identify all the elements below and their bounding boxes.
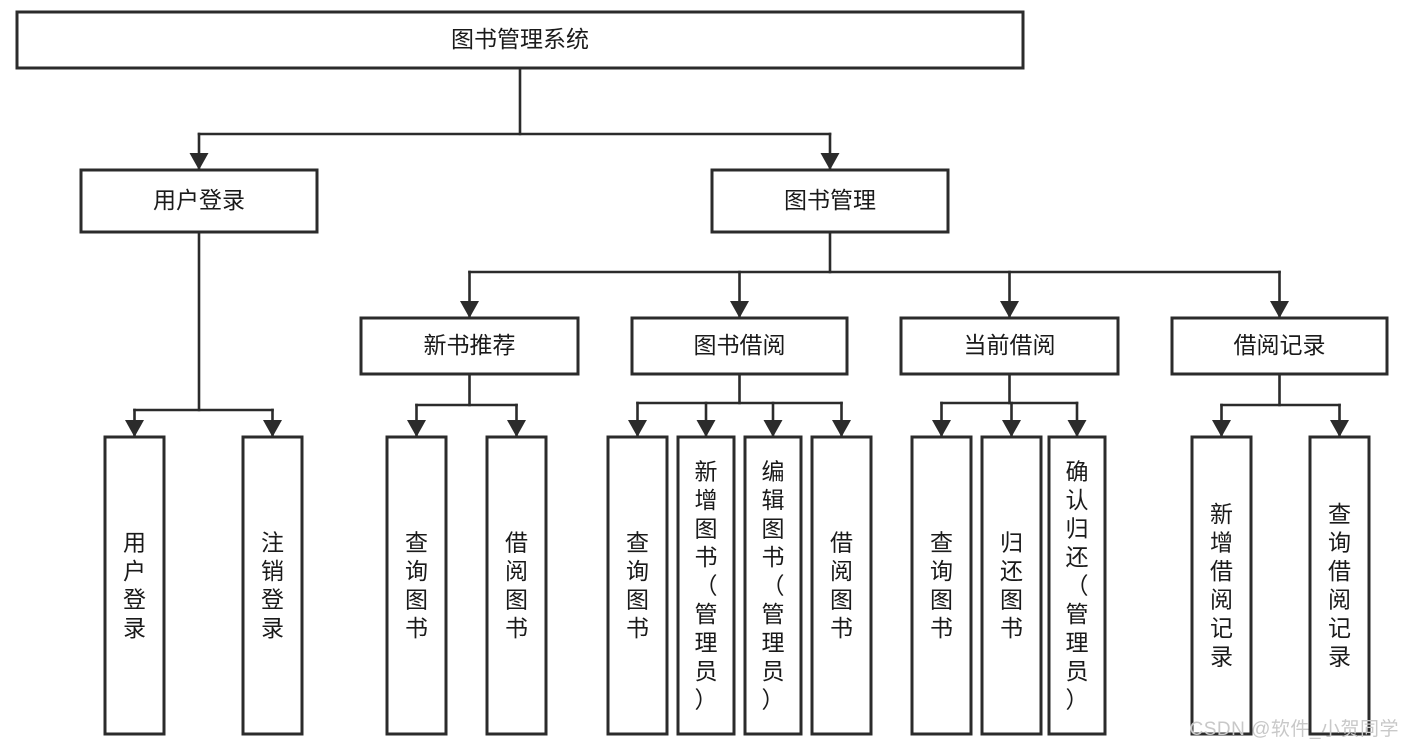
node-box-leaf-add-book [676, 435, 736, 736]
node-box-leaf-borrow-book-1 [485, 435, 548, 736]
node-leaf-query-book-3[interactable]: 查询图书 [910, 435, 973, 736]
node-label-new-book-recommend: 新书推荐 [424, 332, 516, 358]
node-box-leaf-add-record [1190, 435, 1253, 736]
node-leaf-logout[interactable]: 注销登录 [241, 435, 304, 736]
node-box-leaf-query-record [1308, 435, 1371, 736]
arrow-head-icon [820, 153, 840, 170]
node-leaf-confirm-return[interactable]: 确认归还（管理员） [1047, 435, 1107, 736]
arrow-head-icon [763, 420, 783, 437]
arrow-head-icon [696, 420, 716, 437]
nodes-layer: 图书管理系统用户登录图书管理新书推荐图书借阅当前借阅借阅记录用户登录注销登录查询… [15, 10, 1389, 736]
node-label-leaf-borrow-book-2: 借阅图书 [830, 530, 853, 642]
arrow-head-icon [628, 420, 647, 437]
arrow-head-icon [730, 301, 749, 318]
node-leaf-query-book-2[interactable]: 查询图书 [606, 435, 669, 736]
node-leaf-borrow-book-1[interactable]: 借阅图书 [485, 435, 548, 736]
arrow-head-icon [460, 301, 479, 318]
node-leaf-add-record[interactable]: 新增借阅记录 [1190, 435, 1253, 736]
node-user-login[interactable]: 用户登录 [79, 168, 319, 234]
node-box-book-borrow [630, 316, 849, 376]
node-label-leaf-query-book-3: 查询图书 [930, 530, 953, 642]
connector-c-userlogin-to-leaves [125, 230, 282, 438]
node-label-leaf-user-login: 用户登录 [123, 530, 146, 642]
node-box-leaf-confirm-return [1047, 435, 1107, 736]
node-label-current-borrow: 当前借阅 [964, 332, 1056, 358]
node-box-leaf-borrow-book-2 [810, 435, 873, 736]
node-label-leaf-borrow-book-1: 借阅图书 [505, 530, 528, 642]
node-box-user-login [79, 168, 319, 234]
node-label-borrow-record: 借阅记录 [1234, 332, 1326, 358]
node-leaf-borrow-book-2[interactable]: 借阅图书 [810, 435, 873, 736]
node-leaf-query-book-1[interactable]: 查询图书 [385, 435, 448, 736]
connector-c-borrowrecord-to-leaves [1212, 372, 1349, 438]
arrow-head-icon [1330, 420, 1349, 437]
node-label-book-manage: 图书管理 [784, 187, 876, 213]
arrow-head-icon [1212, 420, 1231, 437]
node-new-book-recommend[interactable]: 新书推荐 [359, 316, 580, 376]
node-label-leaf-confirm-return: 确认归还（管理员） [1066, 458, 1089, 712]
node-box-leaf-query-book-1 [385, 435, 448, 736]
arrow-head-icon [1000, 301, 1019, 318]
node-label-leaf-query-book-1: 查询图书 [405, 530, 428, 642]
node-box-root [15, 10, 1025, 70]
connector-c-newbook-to-leaves [407, 372, 526, 438]
node-book-manage[interactable]: 图书管理 [710, 168, 950, 234]
node-box-leaf-edit-book [743, 435, 803, 736]
node-box-new-book-recommend [359, 316, 580, 376]
node-label-leaf-add-record: 新增借阅记录 [1210, 501, 1233, 670]
node-leaf-user-login[interactable]: 用户登录 [103, 435, 166, 736]
arrow-head-icon [1270, 301, 1289, 318]
node-current-borrow[interactable]: 当前借阅 [899, 316, 1120, 376]
node-root[interactable]: 图书管理系统 [15, 10, 1025, 70]
arrow-head-icon [263, 420, 282, 437]
node-box-current-borrow [899, 316, 1120, 376]
node-leaf-edit-book[interactable]: 编辑图书（管理员） [743, 435, 803, 736]
arrow-head-icon [1067, 420, 1087, 437]
node-label-leaf-add-book: 新增图书（管理员） [695, 458, 718, 712]
node-label-leaf-query-record: 查询借阅记录 [1328, 501, 1351, 670]
arrow-head-icon [407, 420, 426, 437]
arrow-head-icon [932, 420, 951, 437]
connector-c-bookmanage-to-level3 [460, 230, 1289, 319]
node-label-leaf-edit-book: 编辑图书（管理员） [762, 458, 785, 712]
node-leaf-query-record[interactable]: 查询借阅记录 [1308, 435, 1371, 736]
arrow-head-icon [507, 420, 526, 437]
node-box-borrow-record [1170, 316, 1389, 376]
node-leaf-return-book[interactable]: 归还图书 [980, 435, 1043, 736]
connector-c-bookborrow-to-leaves [628, 372, 851, 438]
connector-c-currentborrow-to-leaves [932, 372, 1087, 438]
node-leaf-add-book[interactable]: 新增图书（管理员） [676, 435, 736, 736]
arrow-head-icon [125, 420, 144, 437]
node-label-leaf-query-book-2: 查询图书 [626, 530, 649, 642]
arrow-head-icon [1002, 420, 1021, 437]
arrow-head-icon [832, 420, 851, 437]
node-book-borrow[interactable]: 图书借阅 [630, 316, 849, 376]
node-box-leaf-user-login [103, 435, 166, 736]
node-box-leaf-query-book-2 [606, 435, 669, 736]
node-label-leaf-return-book: 归还图书 [1000, 530, 1023, 642]
connectors-layer [125, 66, 1349, 438]
node-label-leaf-logout: 注销登录 [261, 530, 284, 642]
node-box-book-manage [710, 168, 950, 234]
connector-c-root-to-level2 [189, 66, 840, 171]
arrow-head-icon [189, 153, 209, 170]
node-borrow-record[interactable]: 借阅记录 [1170, 316, 1389, 376]
node-box-leaf-query-book-3 [910, 435, 973, 736]
node-box-leaf-return-book [980, 435, 1043, 736]
node-box-leaf-logout [241, 435, 304, 736]
node-label-user-login: 用户登录 [153, 187, 245, 213]
watermark-text: CSDN @软件_小贺同学 [1189, 719, 1399, 740]
node-label-root: 图书管理系统 [451, 26, 589, 52]
node-label-book-borrow: 图书借阅 [694, 332, 786, 358]
